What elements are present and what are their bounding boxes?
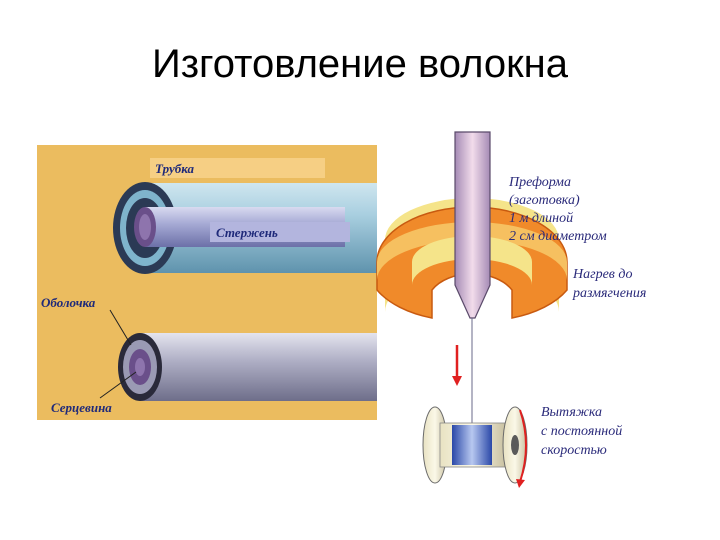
drawing-tower-panel: Преформа (заготовка) 1 м длиной 2 см диа… xyxy=(376,131,646,488)
furnace-top-rim xyxy=(377,222,567,280)
preform-caption-line4: 2 см диаметром xyxy=(509,229,607,244)
rod-label-strip xyxy=(210,222,350,242)
heating-caption-line1: Нагрев до xyxy=(572,267,632,282)
fiber-body xyxy=(140,333,377,401)
tube-label-strip xyxy=(150,158,325,178)
core-end-highlight xyxy=(135,358,145,376)
fiber-illustration xyxy=(118,333,377,401)
rod-end-highlight xyxy=(139,214,151,240)
arrow-head xyxy=(452,376,462,386)
page-title: Изготовление волокна xyxy=(151,42,569,86)
preform-caption: Преформа (заготовка) 1 м длиной 2 см диа… xyxy=(508,175,607,244)
draw-caption: Вытяжка с постоянной скоростью xyxy=(541,405,622,458)
preform-illustration xyxy=(454,131,491,430)
draw-caption-line1: Вытяжка xyxy=(541,405,602,420)
preform-assembly-panel: Трубка Стержень Оболочка Серцевина xyxy=(37,145,377,420)
fiber-winding xyxy=(452,425,492,465)
heating-caption-line2: размягчения xyxy=(572,286,646,301)
core-label: Серцевина xyxy=(51,400,112,415)
draw-direction-arrow xyxy=(452,345,462,386)
rotation-arrow xyxy=(519,409,527,483)
core-pointer-line xyxy=(99,371,137,399)
spool-axle xyxy=(511,435,519,455)
draw-caption-line2: с постоянной xyxy=(541,424,622,439)
spool-illustration xyxy=(422,406,528,488)
tube-illustration xyxy=(113,182,377,274)
rotation-arrow-head xyxy=(516,479,525,488)
draw-caption-line3: скоростью xyxy=(541,443,607,458)
cladding-pointer-line xyxy=(109,309,132,346)
preform-caption-line1: Преформа xyxy=(508,175,571,190)
furnace-bore xyxy=(412,236,532,285)
cladding-label: Оболочка xyxy=(41,295,96,310)
preform-body xyxy=(454,131,491,319)
preform-caption-line2: (заготовка) xyxy=(509,193,580,208)
tube-label: Трубка xyxy=(155,161,194,176)
preform-caption-line3: 1 м длиной xyxy=(509,211,573,226)
rod-label: Стержень xyxy=(216,225,278,240)
heating-caption: Нагрев до размягчения xyxy=(572,267,646,301)
